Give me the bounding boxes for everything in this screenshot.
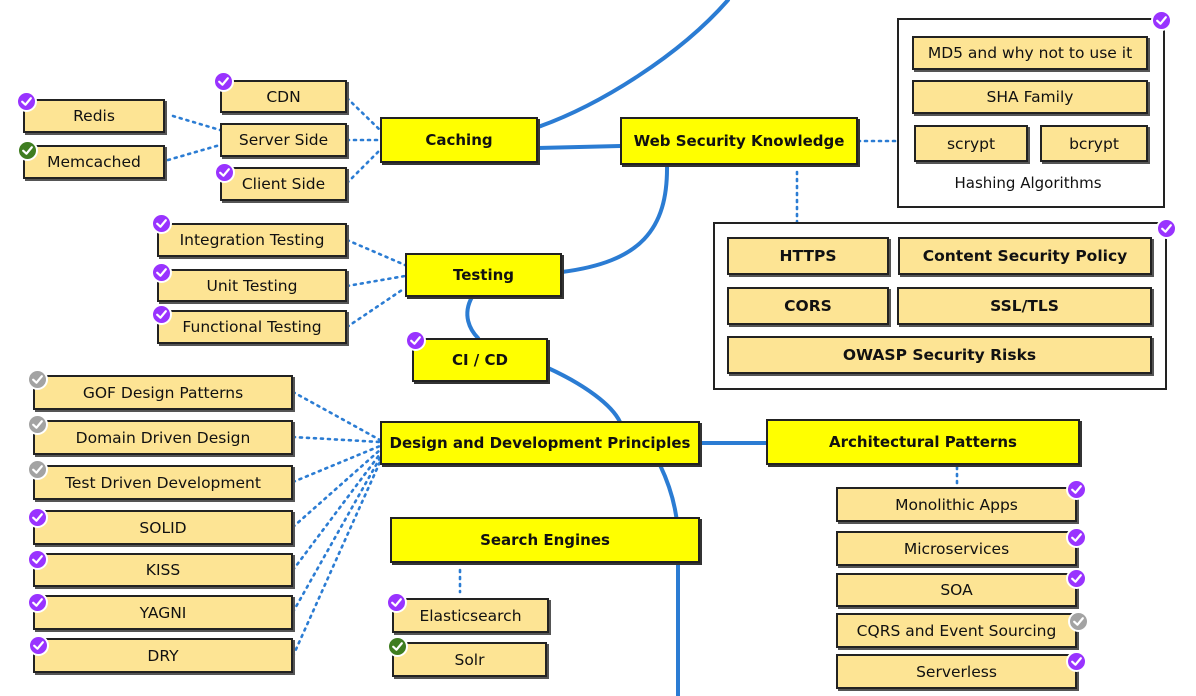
main-path-top xyxy=(536,0,730,129)
subtopic-client-side[interactable]: Client Side xyxy=(220,167,347,201)
check-badge-icon xyxy=(1066,527,1087,548)
check-badge-icon xyxy=(151,304,172,325)
subtopic-elasticsearch[interactable]: Elasticsearch xyxy=(392,598,549,633)
check-badge-icon xyxy=(28,635,49,656)
path-websecurity-testing xyxy=(560,163,670,274)
subtopic-https[interactable]: HTTPS xyxy=(727,237,889,275)
subtopic-kiss[interactable]: KISS xyxy=(33,553,293,587)
topic-caching[interactable]: Caching xyxy=(380,117,538,163)
subtopic-ssl-tls[interactable]: SSL/TLS xyxy=(897,287,1152,325)
dotted-lines xyxy=(166,96,959,658)
check-badge-icon xyxy=(386,592,407,613)
subtopic-cqrs-event-sourcing[interactable]: CQRS and Event Sourcing xyxy=(836,613,1077,648)
subtopic-integration-testing[interactable]: Integration Testing xyxy=(157,223,347,257)
hashing-algorithms-label: Hashing Algorithms xyxy=(954,174,1102,192)
subtopic-scrypt[interactable]: scrypt xyxy=(914,125,1028,162)
subtopic-yagni[interactable]: YAGNI xyxy=(33,595,293,630)
check-badge-icon xyxy=(1066,479,1087,500)
subtopic-sha-family[interactable]: SHA Family xyxy=(912,80,1148,114)
check-badge-icon xyxy=(27,414,48,435)
subtopic-cdn[interactable]: CDN xyxy=(220,80,347,113)
check-badge-icon xyxy=(17,140,38,161)
subtopic-cors[interactable]: CORS xyxy=(727,287,889,325)
topic-search-engines[interactable]: Search Engines xyxy=(390,517,700,563)
check-badge-icon xyxy=(1156,218,1177,239)
check-badge-icon xyxy=(27,507,48,528)
topic-design-development-principles[interactable]: Design and Development Principles xyxy=(380,421,700,465)
subtopic-solr[interactable]: Solr xyxy=(392,642,547,677)
topic-web-security-knowledge[interactable]: Web Security Knowledge xyxy=(620,117,858,165)
check-badge-icon xyxy=(1066,651,1087,672)
check-badge-icon xyxy=(151,213,172,234)
path-testing-cicd xyxy=(465,295,480,340)
check-badge-icon xyxy=(405,330,426,351)
subtopic-functional-testing[interactable]: Functional Testing xyxy=(157,310,347,344)
subtopic-bcrypt[interactable]: bcrypt xyxy=(1040,125,1148,162)
subtopic-solid[interactable]: SOLID xyxy=(33,510,293,545)
topic-architectural-patterns[interactable]: Architectural Patterns xyxy=(766,419,1080,465)
subtopic-monolithic-apps[interactable]: Monolithic Apps xyxy=(836,487,1077,522)
check-badge-icon xyxy=(27,459,48,480)
subtopic-soa[interactable]: SOA xyxy=(836,573,1077,607)
topic-testing[interactable]: Testing xyxy=(405,253,562,297)
subtopic-dry[interactable]: DRY xyxy=(33,638,293,673)
check-badge-icon xyxy=(214,162,235,183)
subtopic-microservices[interactable]: Microservices xyxy=(836,531,1077,566)
check-badge-icon xyxy=(27,592,48,613)
subtopic-domain-driven-design[interactable]: Domain Driven Design xyxy=(33,420,293,455)
subtopic-serverless[interactable]: Serverless xyxy=(836,654,1077,689)
check-badge-icon xyxy=(213,71,234,92)
subtopic-redis[interactable]: Redis xyxy=(23,99,165,133)
check-badge-icon xyxy=(387,636,408,657)
subtopic-owasp-security-risks[interactable]: OWASP Security Risks xyxy=(727,336,1152,374)
subtopic-unit-testing[interactable]: Unit Testing xyxy=(157,269,347,302)
topic-ci-cd[interactable]: CI / CD xyxy=(412,338,548,382)
check-badge-icon xyxy=(1068,611,1089,632)
check-badge-icon xyxy=(27,369,48,390)
check-badge-icon xyxy=(1066,568,1087,589)
subtopic-md5[interactable]: MD5 and why not to use it xyxy=(912,36,1148,70)
main-path-lines xyxy=(465,0,768,696)
check-badge-icon xyxy=(151,262,172,283)
subtopic-gof-design-patterns[interactable]: GOF Design Patterns xyxy=(33,375,293,410)
check-badge-icon xyxy=(16,91,37,112)
check-badge-icon xyxy=(1151,10,1172,31)
subtopic-test-driven-development[interactable]: Test Driven Development xyxy=(33,465,293,500)
check-badge-icon xyxy=(27,549,48,570)
path-caching-websecurity xyxy=(536,144,622,150)
subtopic-content-security-policy[interactable]: Content Security Policy xyxy=(898,237,1152,275)
path-cicd-design xyxy=(546,366,622,424)
path-down-main xyxy=(658,463,680,696)
subtopic-memcached[interactable]: Memcached xyxy=(23,145,165,179)
subtopic-server-side[interactable]: Server Side xyxy=(220,123,347,157)
